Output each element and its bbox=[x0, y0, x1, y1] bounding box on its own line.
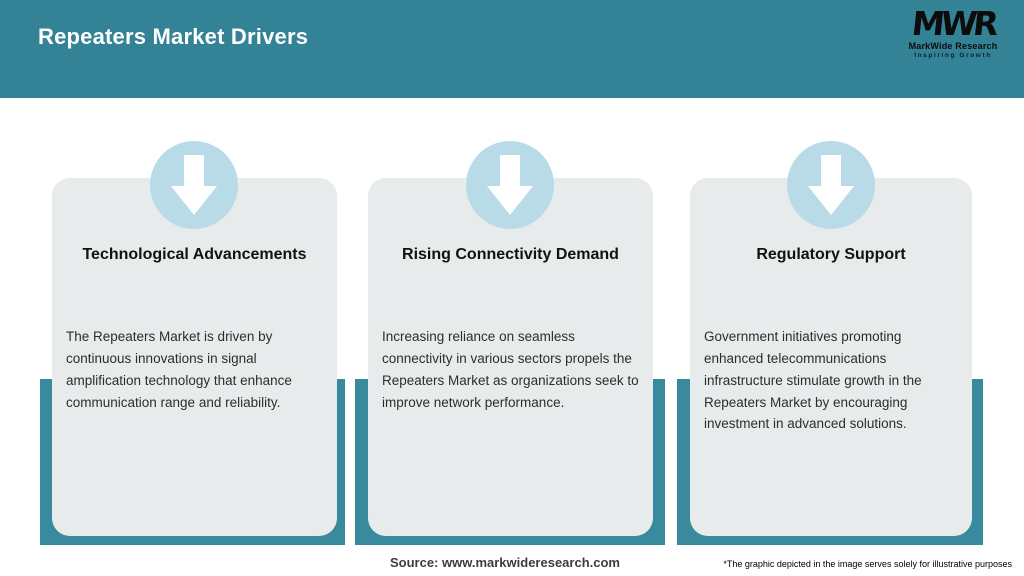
card-title: Technological Advancements bbox=[82, 246, 307, 263]
logo-name: MarkWide Research bbox=[908, 41, 998, 51]
card-description: Increasing reliance on seamless connecti… bbox=[382, 329, 639, 410]
down-arrow-icon bbox=[466, 141, 554, 229]
disclaimer-text: *The graphic depicted in the image serve… bbox=[723, 559, 1012, 569]
header-band: Repeaters Market Drivers MWR MarkWide Re… bbox=[0, 0, 1024, 98]
logo-tagline: Inspiring Growth bbox=[914, 52, 992, 59]
driver-card-regulatory-support: Regulatory Support Government initiative… bbox=[690, 178, 972, 536]
logo-acronym: MWR bbox=[909, 4, 997, 43]
down-arrow-icon bbox=[150, 141, 238, 229]
page-title: Repeaters Market Drivers bbox=[38, 24, 309, 49]
card-title: Rising Connectivity Demand bbox=[402, 246, 619, 263]
down-arrow-icon bbox=[787, 141, 875, 229]
markwide-research-logo: MWR MarkWide Research Inspiring Growth bbox=[898, 4, 1008, 60]
card-description: Government initiatives promoting enhance… bbox=[704, 329, 922, 432]
driver-card-rising-connectivity-demand: Rising Connectivity Demand Increasing re… bbox=[368, 178, 653, 536]
source-text: Source: www.markwideresearch.com bbox=[389, 555, 620, 570]
card-title: Regulatory Support bbox=[756, 246, 906, 263]
card-description: The Repeaters Market is driven by contin… bbox=[66, 329, 292, 410]
driver-card-technological-advancements: Technological Advancements The Repeaters… bbox=[52, 178, 337, 536]
